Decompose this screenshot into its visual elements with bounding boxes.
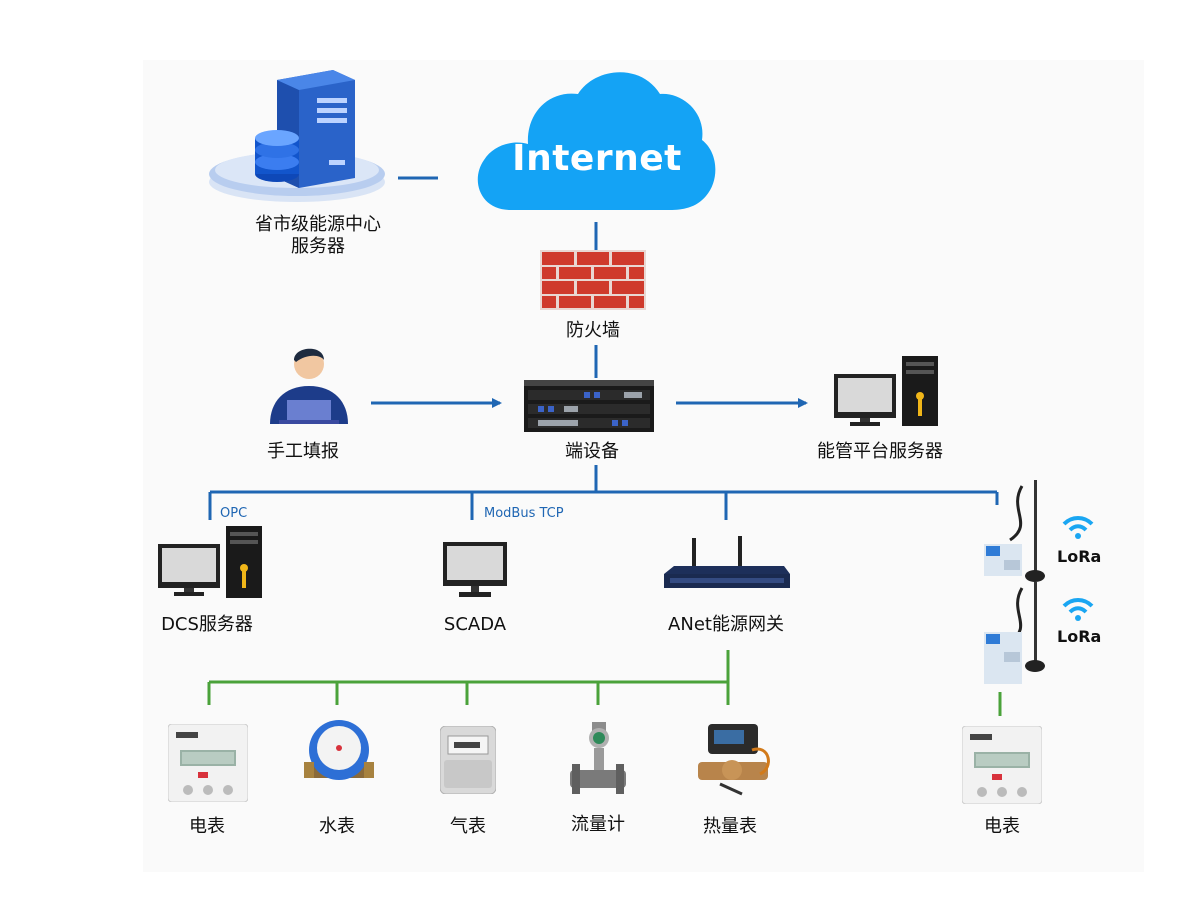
scada-monitor-icon xyxy=(443,542,507,597)
edge-device-label: 端设备 xyxy=(565,441,619,462)
water-meter-icon xyxy=(304,720,374,780)
scada-label: SCADA xyxy=(443,614,507,635)
electric-meter-label-1: 电表 xyxy=(189,816,225,837)
lora-module-icon-2 xyxy=(984,582,1045,684)
wifi-icon-2 xyxy=(1062,598,1094,621)
wifi-icon-1 xyxy=(1062,516,1094,539)
lora-label-2: LoRa xyxy=(1057,627,1102,646)
gateway-router-icon xyxy=(664,536,790,588)
internet-label: Internet xyxy=(512,138,682,179)
edge-device-icon xyxy=(524,380,654,432)
lora-label-1: LoRa xyxy=(1057,547,1102,566)
gas-meter-label: 气表 xyxy=(450,816,486,837)
electric-meter-icon xyxy=(168,724,248,802)
flow-meter-icon xyxy=(570,722,626,794)
database-server-icon xyxy=(209,70,385,202)
heat-meter-label: 热量表 xyxy=(703,816,757,837)
water-meter-label: 水表 xyxy=(319,816,355,837)
flow-meter-label: 流量计 xyxy=(571,814,625,835)
modbus-link-label: ModBus TCP xyxy=(484,506,564,521)
manual-entry-label: 手工填报 xyxy=(267,441,339,462)
provincial-server-label-line-1: 省市级能源中心 xyxy=(255,214,381,235)
person-icon xyxy=(270,348,348,424)
platform-server-label: 能管平台服务器 xyxy=(817,441,943,462)
heat-meter-icon xyxy=(698,724,770,796)
pc-server-icon xyxy=(834,356,938,426)
firewall-label: 防火墙 xyxy=(566,320,620,341)
provincial-server-label-line-2: 服务器 xyxy=(291,236,345,257)
dcs-server-icon xyxy=(158,526,262,598)
internet-cloud-icon xyxy=(477,72,716,211)
opc-link-label: OPC xyxy=(220,506,248,521)
electric-meter-icon-2 xyxy=(962,726,1042,804)
gas-meter-icon xyxy=(440,726,496,794)
lora-module-icon-1 xyxy=(984,480,1045,582)
electric-meter-label-2: 电表 xyxy=(984,816,1020,837)
provincial-server-label: 省市级能源中心 服务器 xyxy=(255,214,381,258)
firewall-icon xyxy=(540,250,646,310)
dcs-server-label: DCS服务器 xyxy=(161,614,253,635)
gateway-label: ANet能源网关 xyxy=(668,614,784,635)
